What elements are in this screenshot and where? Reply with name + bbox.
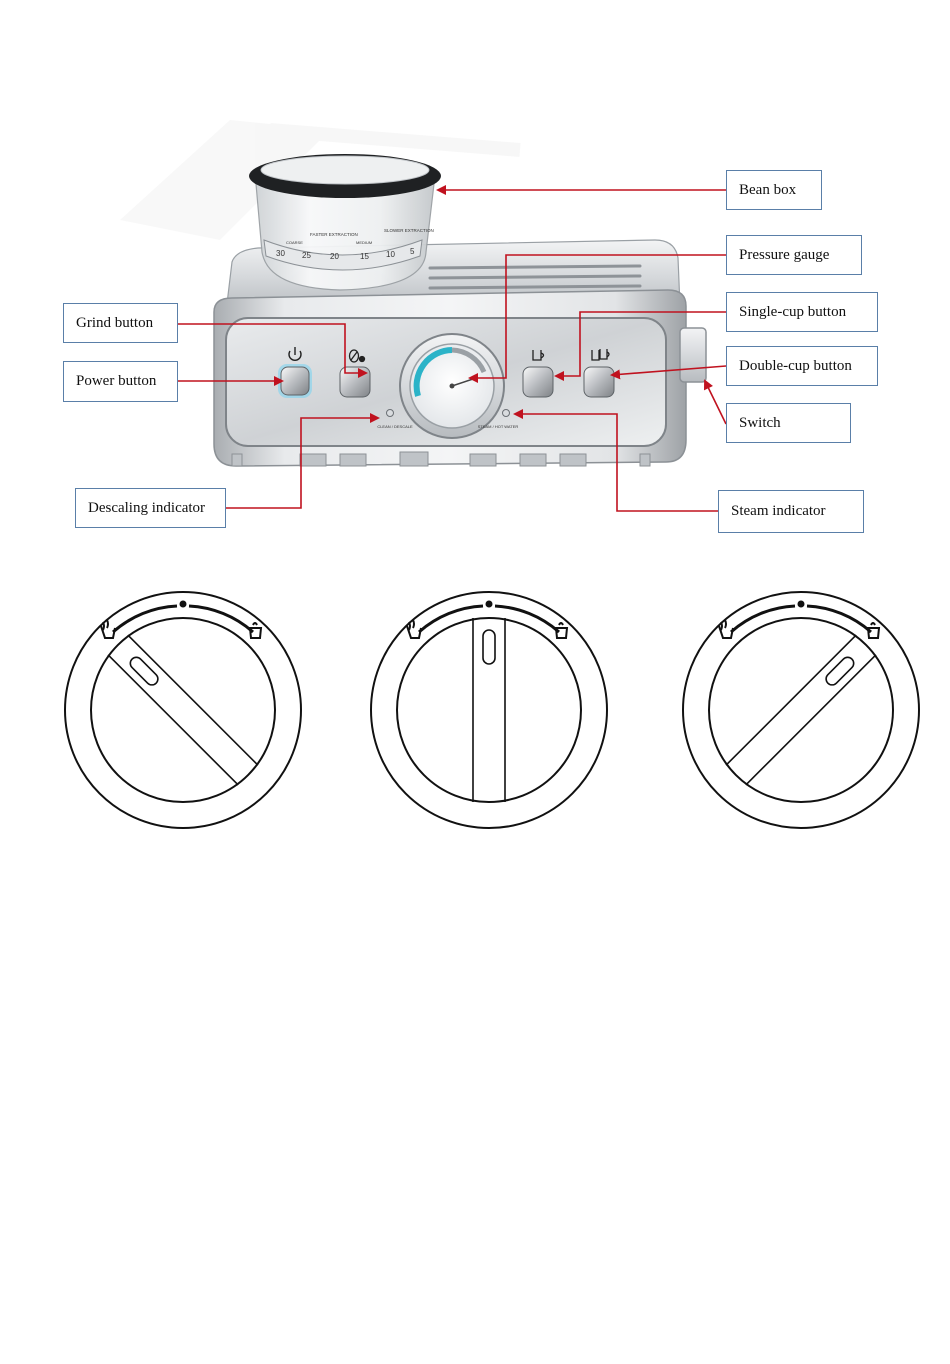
- descale-panel-label: CLEAN / DESCALE: [377, 424, 413, 429]
- callout-descaling-indicator-label: Descaling indicator: [88, 500, 205, 517]
- steam-indicator-light: [503, 410, 510, 417]
- pressure-gauge: [400, 334, 504, 438]
- single-cup-button[interactable]: [523, 367, 553, 397]
- callout-pressure-gauge-label: Pressure gauge: [739, 247, 829, 264]
- arrow-switch: [705, 381, 726, 424]
- callout-double-cup-button-label: Double-cup button: [739, 358, 852, 375]
- callout-pressure-gauge: Pressure gauge: [726, 235, 862, 275]
- grind-number: 30: [276, 249, 285, 258]
- callout-double-cup-button: Double-cup button: [726, 346, 878, 386]
- callout-steam-indicator: Steam indicator: [718, 490, 864, 533]
- grind-scale-sub-mid: MEDIUM: [356, 240, 372, 245]
- steam-knob-dial-left: [65, 592, 301, 828]
- callout-switch: Switch: [726, 403, 851, 443]
- grind-number: 15: [360, 252, 369, 261]
- grind-number: 25: [302, 251, 311, 260]
- grind-number: 5: [410, 247, 415, 256]
- grind-number: 20: [330, 252, 339, 261]
- steam-knob-dial-center: [371, 592, 607, 828]
- callout-grind-button-label: Grind button: [76, 315, 153, 332]
- callout-power-button-label: Power button: [76, 373, 156, 390]
- grind-scale-sub-left: COARSE: [286, 240, 303, 245]
- callout-bean-box: Bean box: [726, 170, 822, 210]
- grind-scale-top-right: SLOWER EXTRACTION: [384, 228, 434, 233]
- steam-panel-label: STEAM / HOT WATER: [478, 424, 519, 429]
- grind-scale-top-left: FASTER EXTRACTION: [310, 232, 358, 237]
- double-cup-button[interactable]: [584, 367, 614, 397]
- descaling-indicator-light: [387, 410, 394, 417]
- bean-box[interactable]: FASTER EXTRACTION SLOWER EXTRACTION COAR…: [249, 154, 441, 290]
- callout-switch-label: Switch: [739, 415, 781, 432]
- callout-single-cup-button-label: Single-cup button: [739, 304, 846, 321]
- callout-single-cup-button: Single-cup button: [726, 292, 878, 332]
- callout-bean-box-label: Bean box: [739, 182, 796, 199]
- steam-knob-dial-right: [683, 592, 919, 828]
- callout-grind-button: Grind button: [63, 303, 178, 343]
- callout-steam-indicator-label: Steam indicator: [731, 503, 826, 520]
- grind-number: 10: [386, 250, 395, 259]
- power-button[interactable]: [278, 364, 312, 398]
- callout-power-button: Power button: [63, 361, 178, 402]
- side-switch[interactable]: [680, 328, 706, 382]
- callout-descaling-indicator: Descaling indicator: [75, 488, 226, 528]
